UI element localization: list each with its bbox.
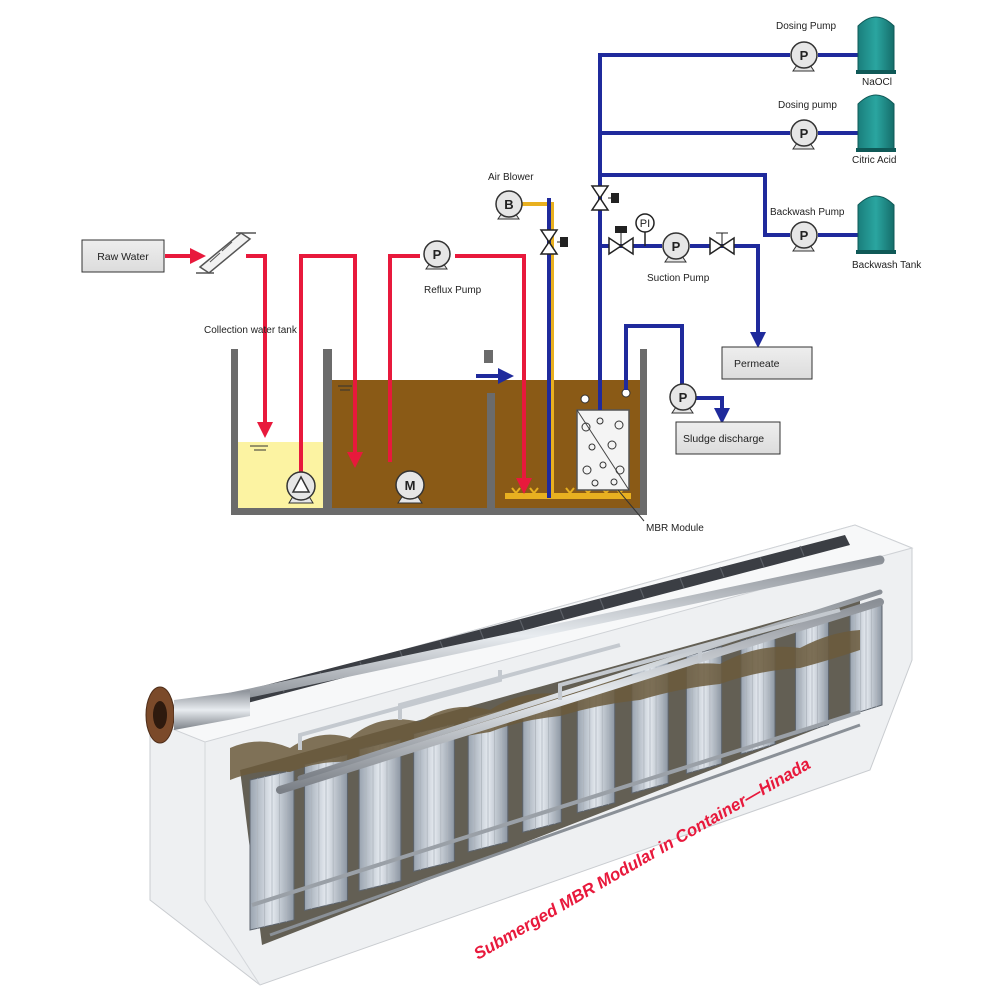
reflux-pump-icon: P bbox=[423, 240, 451, 270]
backwash-pump-label: Backwash Pump bbox=[770, 207, 845, 218]
valve-suction-inlet bbox=[608, 226, 634, 256]
pressure-indicator: PI bbox=[635, 213, 655, 246]
air-line bbox=[522, 202, 554, 493]
citric-acid-tank bbox=[856, 94, 896, 152]
naocl-tank bbox=[856, 16, 896, 74]
air-blower-label: Air Blower bbox=[488, 172, 534, 183]
svg-text:Raw Water: Raw Water bbox=[97, 251, 149, 263]
treated-water-lines bbox=[476, 53, 858, 498]
svg-text:B: B bbox=[504, 197, 513, 212]
svg-text:P: P bbox=[672, 239, 681, 254]
dosing-pump-2-label: Dosing pump bbox=[778, 100, 837, 111]
raw-water-lines bbox=[165, 248, 532, 494]
svg-text:Sludge discharge: Sludge discharge bbox=[683, 433, 764, 445]
valve-air bbox=[539, 229, 568, 255]
backwash-pump-icon: P bbox=[790, 221, 818, 252]
pressure-indicator-label: PI bbox=[640, 218, 650, 230]
screen-filter bbox=[196, 232, 256, 274]
dosing-pump-1-label: Dosing Pump bbox=[776, 21, 836, 32]
mixer-icon: M bbox=[395, 470, 425, 504]
citric-acid-label: Citric Acid bbox=[852, 155, 896, 166]
svg-text:Permeate: Permeate bbox=[734, 358, 780, 370]
dosing-pump-1-icon: P bbox=[790, 41, 818, 72]
suction-pump-label: Suction Pump bbox=[647, 273, 710, 284]
reflux-pump-label: Reflux Pump bbox=[424, 285, 482, 296]
svg-text:P: P bbox=[679, 390, 688, 405]
naocl-label: NaOCl bbox=[862, 77, 892, 88]
lift-pump-icon bbox=[286, 471, 316, 504]
permeate-box: Permeate bbox=[721, 346, 813, 380]
mbr-module bbox=[576, 388, 631, 491]
valve-dosing bbox=[590, 185, 619, 211]
raw-water-box: Raw Water bbox=[81, 239, 165, 273]
sludge-pump-icon: P bbox=[669, 383, 697, 414]
backwash-tank-label: Backwash Tank bbox=[852, 260, 922, 271]
collection-tank-label: Collection water tank bbox=[204, 325, 298, 336]
svg-text:M: M bbox=[405, 478, 416, 493]
dosing-pump-2-icon: P bbox=[790, 119, 818, 150]
svg-text:P: P bbox=[433, 247, 442, 262]
suction-pump-icon: P bbox=[662, 232, 690, 263]
svg-text:P: P bbox=[800, 228, 809, 243]
valve-suction-outlet bbox=[709, 232, 735, 256]
backwash-tank bbox=[856, 195, 896, 254]
svg-text:P: P bbox=[800, 126, 809, 141]
svg-text:P: P bbox=[800, 48, 809, 63]
air-blower-icon: B bbox=[495, 190, 523, 220]
mbr-container-render: Submerged MBR Modular in Container—Hinad… bbox=[145, 524, 914, 986]
mbr-module-label: MBR Module bbox=[646, 523, 704, 534]
sludge-discharge-box: Sludge discharge bbox=[675, 421, 781, 455]
mbr-module-leader bbox=[617, 489, 645, 522]
